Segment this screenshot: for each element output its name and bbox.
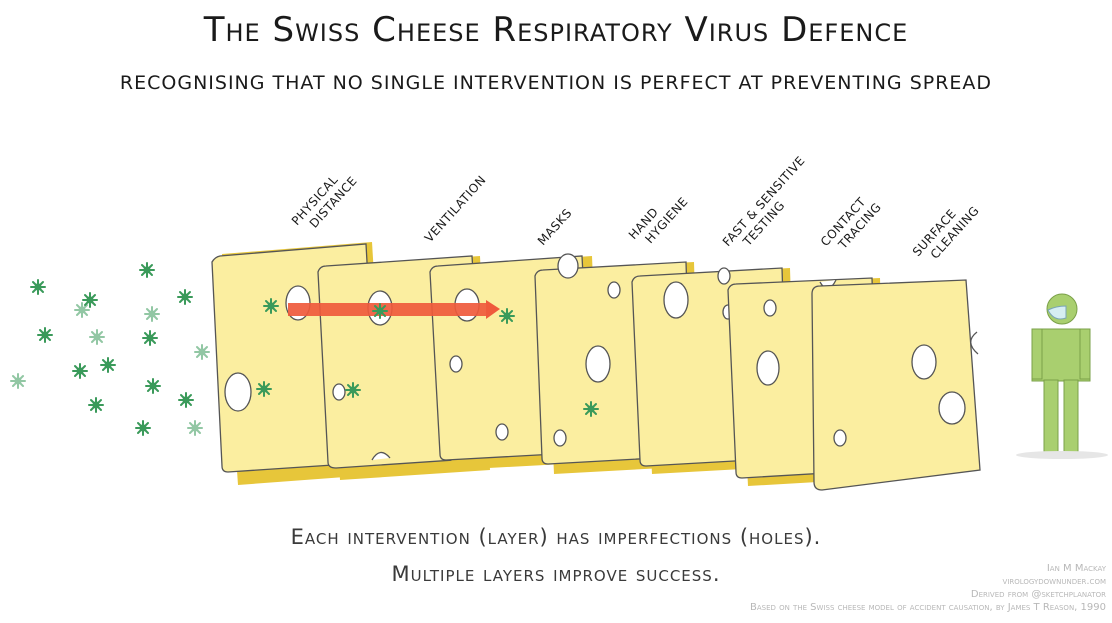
virus-particle-icon <box>195 345 209 359</box>
virus-particle-icon <box>83 293 97 307</box>
virus-particle-icon <box>31 280 45 294</box>
virus-particle-icon <box>90 330 104 344</box>
credit-derived: Derived from @sketchplanator <box>750 588 1106 601</box>
virus-particle-icon <box>145 307 159 321</box>
virus-particle-icon <box>178 290 192 304</box>
virus-cloud <box>11 263 209 435</box>
layer-label-surface-cleaning: Surface Cleaning <box>910 193 982 269</box>
virus-particle-icon <box>38 328 52 342</box>
layer-label-physical-distance: Physical Distance <box>289 164 360 238</box>
credit-based: Based on the Swiss cheese model of accid… <box>750 601 1106 614</box>
layer-label-ventilation: Ventilation <box>422 173 489 245</box>
virus-particle-icon <box>140 263 154 277</box>
layer-label-contact-tracing: Contact Tracing <box>818 190 884 259</box>
virus-particle-icon <box>264 299 278 313</box>
virus-particle-icon <box>188 421 202 435</box>
virus-particle-icon <box>136 421 150 435</box>
virus-particle-icon <box>179 393 193 407</box>
layer-label-testing: Fast & Sensitive Testing <box>720 150 822 259</box>
caption-line-1: Each intervention (layer) has imperfecti… <box>0 525 1112 549</box>
layer-labels: Physical Distance Ventilation Masks Hand… <box>289 150 982 269</box>
virus-particle-icon <box>89 398 103 412</box>
virus-particle-icon <box>11 374 25 388</box>
virus-particle-icon <box>75 303 89 317</box>
virus-particle-icon <box>346 383 360 397</box>
person-icon <box>1016 294 1108 459</box>
credits: Ian M Mackay virologydownunder.com Deriv… <box>750 562 1106 614</box>
layer-label-hand-hygiene: Hand Hygiene <box>626 184 691 252</box>
cheese-slice-surface-cleaning <box>812 280 980 490</box>
virus-particle-icon <box>373 304 387 318</box>
virus-particle-icon <box>143 331 157 345</box>
credit-site: virologydownunder.com <box>750 575 1106 588</box>
virus-particle-icon <box>257 382 271 396</box>
virus-particle-icon <box>101 358 115 372</box>
layer-label-masks: Masks <box>535 206 575 248</box>
virus-particle-icon <box>584 402 598 416</box>
credit-author: Ian M Mackay <box>750 562 1106 575</box>
virus-particle-icon <box>73 364 87 378</box>
virus-particle-icon <box>500 309 514 323</box>
virus-particle-icon <box>146 379 160 393</box>
